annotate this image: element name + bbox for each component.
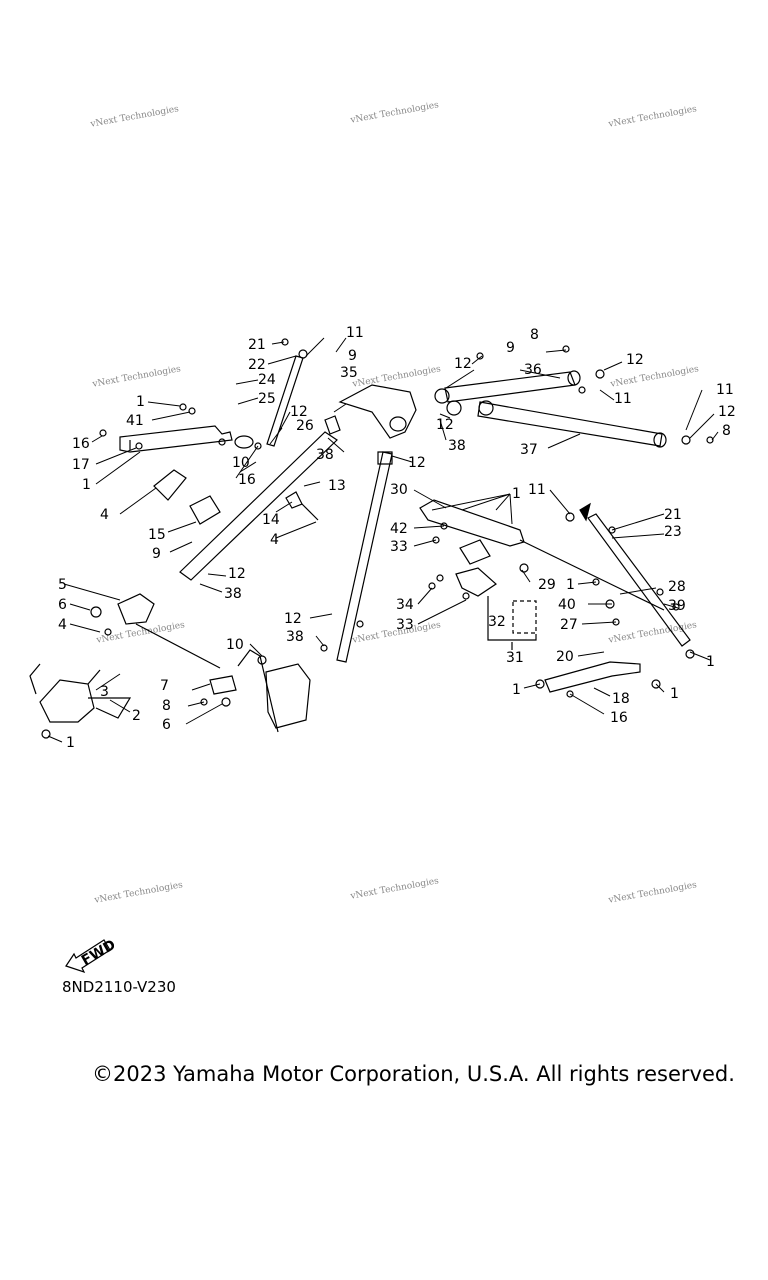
callout: 12: [718, 404, 736, 420]
callout: 6: [58, 597, 67, 613]
callout: 11: [346, 325, 364, 341]
part-4: [153, 469, 187, 501]
callout: 37: [520, 442, 538, 458]
callout: 9: [506, 340, 515, 356]
callout: 31: [506, 650, 524, 666]
callout: 12: [284, 611, 302, 627]
bracket-18: [544, 661, 641, 693]
callout: 11: [528, 482, 546, 498]
callout: 39: [668, 598, 686, 614]
callout: 10: [226, 637, 244, 653]
callout: 22: [248, 357, 266, 373]
callout: 33: [396, 617, 414, 633]
mount-bracket: [265, 663, 311, 729]
callout: 21: [664, 507, 682, 523]
bar-37: [477, 401, 663, 447]
callout: 38: [448, 438, 466, 454]
callout: 26: [296, 418, 314, 434]
motor-2: [39, 679, 95, 723]
callout: 38: [224, 586, 242, 602]
fwd-arrow-icon: FWD: [65, 937, 114, 974]
upper-left-bar: [119, 425, 233, 453]
callout: 13: [328, 478, 346, 494]
callout: 15: [148, 527, 166, 543]
callout: 41: [126, 413, 144, 429]
callout: 28: [668, 579, 686, 595]
callout: 29: [538, 577, 556, 593]
callout: 7: [160, 678, 169, 694]
callout: 4: [100, 507, 109, 523]
callout: 2: [132, 708, 141, 724]
callout: 5: [58, 577, 67, 593]
callout: 10: [232, 455, 250, 471]
bar-13: [179, 431, 338, 581]
center-bar: [336, 451, 393, 663]
callout: 20: [556, 649, 574, 665]
callout: 17: [72, 457, 90, 473]
callout: 1: [566, 577, 575, 593]
callout: 34: [396, 597, 414, 613]
callout-labels: 21 11 9 22 35 24 25 12 26 38 1 41 16 17 …: [58, 325, 736, 751]
callout: 36: [524, 362, 542, 378]
callout: 8: [162, 698, 171, 714]
callout: 42: [390, 521, 408, 537]
callout: 4: [58, 617, 67, 633]
callout: 12: [454, 356, 472, 372]
callout: 1: [136, 394, 145, 410]
callout: 14: [262, 512, 280, 528]
callout: 30: [390, 482, 408, 498]
callout: 27: [560, 617, 578, 633]
callout: 11: [716, 382, 734, 398]
callout: 1: [706, 654, 715, 670]
callout: 9: [348, 348, 357, 364]
callout: 8: [722, 423, 731, 439]
callout: 16: [610, 710, 628, 726]
callout: 40: [558, 597, 576, 613]
callout: 12: [228, 566, 246, 582]
callout: 12: [626, 352, 644, 368]
callout: 23: [664, 524, 682, 540]
callout: 1: [670, 686, 679, 702]
callout: 21: [248, 337, 266, 353]
fwd-label: FWD: [79, 937, 114, 969]
detail-box-32: [512, 600, 537, 634]
callout: 18: [612, 691, 630, 707]
callout: 8: [530, 327, 539, 343]
callout: 1: [66, 735, 75, 751]
callout: 6: [162, 717, 171, 733]
callout: 16: [238, 472, 256, 488]
callout: 16: [72, 436, 90, 452]
callout: 11: [614, 391, 632, 407]
callout: 33: [390, 539, 408, 555]
diagram-code: 8ND2110-V230: [62, 978, 176, 996]
callout: 1: [82, 477, 91, 493]
callout: 3: [100, 684, 109, 700]
callout: 12: [290, 404, 308, 420]
callout: 1: [512, 682, 521, 698]
callout: 1: [512, 486, 521, 502]
callout: 12: [436, 417, 454, 433]
callout: 25: [258, 391, 276, 407]
callout: 9: [152, 546, 161, 562]
callout: 24: [258, 372, 276, 388]
callout: 38: [286, 629, 304, 645]
bracket-5: [117, 593, 155, 625]
copyright-notice: ©2023 Yamaha Motor Corporation, U.S.A. A…: [92, 1062, 735, 1086]
callout: 12: [408, 455, 426, 471]
roof-plate: [338, 384, 417, 439]
callout: 38: [316, 447, 334, 463]
callout: 35: [340, 365, 358, 381]
callout: 32: [488, 614, 506, 630]
callout: 4: [270, 532, 279, 548]
